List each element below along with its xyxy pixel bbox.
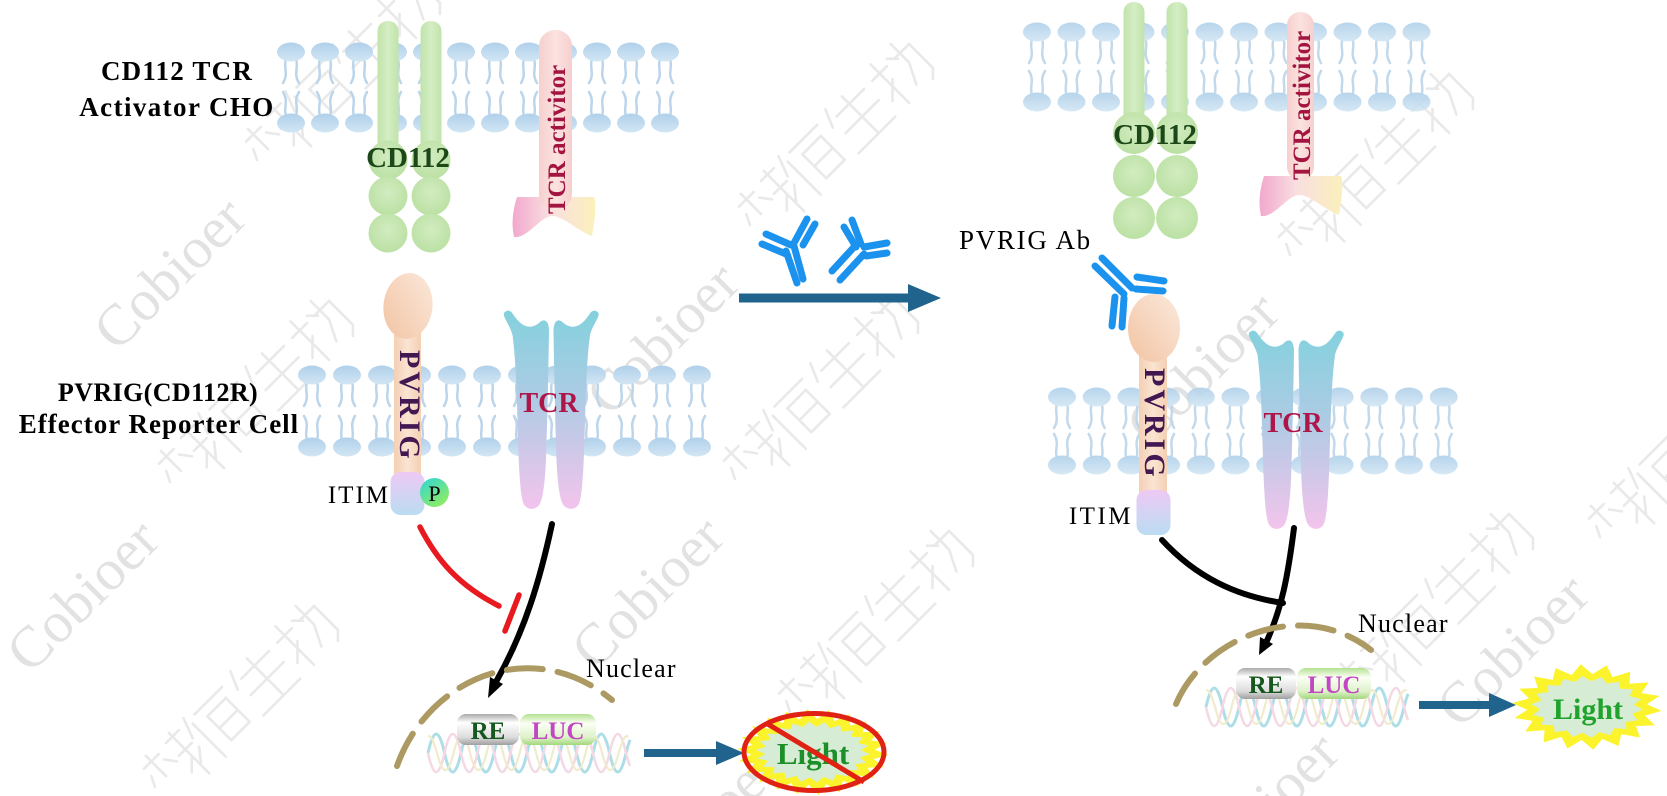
svg-text:CD112: CD112 xyxy=(366,142,450,174)
svg-text:RE: RE xyxy=(471,718,506,745)
svg-text:LUC: LUC xyxy=(532,718,585,745)
svg-text:P: P xyxy=(428,481,440,506)
svg-text:LUC: LUC xyxy=(1308,672,1361,699)
svg-text:PVRIG(CD112R): PVRIG(CD112R) xyxy=(58,378,258,407)
svg-text:Effector Reporter Cell: Effector Reporter Cell xyxy=(19,409,299,439)
svg-text:PVRIG: PVRIG xyxy=(1138,368,1171,480)
svg-text:TCR: TCR xyxy=(1263,408,1323,439)
svg-text:Nuclear: Nuclear xyxy=(586,654,677,683)
svg-text:Nuclear: Nuclear xyxy=(1358,609,1449,638)
svg-text:CD112: CD112 xyxy=(1113,119,1197,151)
svg-text:TCR: TCR xyxy=(519,388,579,419)
svg-text:ITIM: ITIM xyxy=(328,482,390,509)
svg-text:TCR activitor: TCR activitor xyxy=(1289,31,1316,180)
svg-text:PVRIG: PVRIG xyxy=(393,350,426,462)
svg-text:RE: RE xyxy=(1249,672,1284,699)
svg-text:PVRIG Ab: PVRIG Ab xyxy=(959,225,1092,255)
svg-text:CD112 TCR: CD112 TCR xyxy=(101,56,253,86)
svg-text:Activator CHO: Activator CHO xyxy=(79,92,274,122)
svg-text:TCR activitor: TCR activitor xyxy=(544,65,571,214)
svg-text:ITIM: ITIM xyxy=(1069,503,1133,530)
svg-text:Light: Light xyxy=(1553,693,1623,726)
